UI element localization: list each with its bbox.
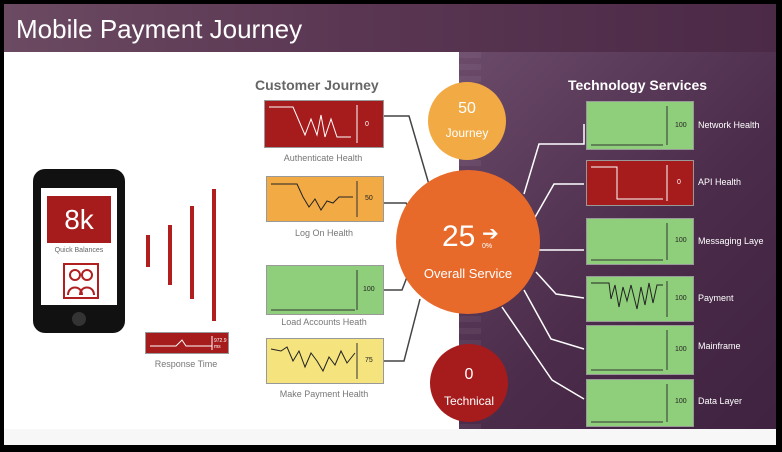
data-layer-value: 100 [675,398,687,405]
data-layer-label: Data Layer [698,396,743,406]
overall-service-value: 25 [442,220,476,253]
phone-home-button [72,312,86,326]
authenticate-health-label: Authenticate Health [283,153,363,163]
signal-bar [168,225,172,285]
overall-service-circle[interactable]: 25 ➔ 0% Overall Service [396,170,540,314]
response-time-card[interactable]: 972.9 ms [145,332,229,354]
network-health-label: Network Health [698,120,760,130]
mainframe-card[interactable]: 100 [586,325,694,375]
authenticate-health-card[interactable]: 0 [264,100,384,148]
data-layer-card[interactable]: 100 [586,379,694,427]
log-on-health-label: Log On Health [294,228,354,238]
page-title: Mobile Payment Journey [16,14,303,44]
api-health-label: API Health [698,177,742,187]
payment-card[interactable]: 100 [586,276,694,322]
technical-label: Technical [443,394,495,408]
journey-label: Journey [445,126,489,140]
log-on-health-card[interactable]: 50 [266,176,384,222]
technology-services-title: Technology Services [568,77,708,93]
make-payment-health-card[interactable]: 75 [266,338,384,384]
overall-service-label: Overall Service [423,266,513,281]
signal-bar [146,235,150,267]
phone-screen: 8k Quick Balances [41,188,117,305]
signal-bar [212,189,216,321]
people-icon [63,263,99,299]
overall-service-delta: 0% [482,243,493,250]
response-time-value: 972.9 ms [214,338,227,350]
footer-strip [4,429,776,445]
mainframe-label: Mainframe [698,341,741,351]
authenticate-health-value: 0 [365,121,369,128]
response-time-label: Response Time [154,359,218,369]
quick-balances-value: 8k [47,196,111,243]
network-health-card[interactable]: 100 [586,101,694,150]
quick-balances-label: Quick Balances [54,247,104,254]
payment-value: 100 [675,295,687,302]
mainframe-value: 100 [675,346,687,353]
customer-journey-title: Customer Journey [255,77,379,93]
messaging-layer-card[interactable]: 100 [586,218,694,265]
technical-circle[interactable]: 0 Technical [430,344,508,422]
network-health-value: 100 [675,122,687,129]
payment-label: Payment [698,293,734,303]
journey-value: 50 [458,100,476,117]
messaging-layer-label: Messaging Laye [698,236,764,246]
arrow-right-icon: ➔ [482,223,499,245]
load-accounts-health-card[interactable]: 100 [266,265,384,315]
api-health-card[interactable]: 0 [586,160,694,206]
log-on-health-value: 50 [365,195,373,202]
make-payment-health-value: 75 [365,357,373,364]
dashboard-stage: Mobile Payment Journey Customer Journey … [4,4,776,445]
phone-device: 8k Quick Balances [33,169,125,333]
journey-circle[interactable]: 50 Journey [428,82,506,160]
load-accounts-health-value: 100 [363,286,375,293]
technical-value: 0 [464,366,474,383]
signal-bar [190,206,194,299]
make-payment-health-label: Make Payment Health [279,389,369,399]
api-health-value: 0 [677,179,681,186]
load-accounts-health-label: Load Accounts Heath [281,317,367,327]
messaging-layer-value: 100 [675,237,687,244]
header-bar: Mobile Payment Journey [4,4,776,52]
